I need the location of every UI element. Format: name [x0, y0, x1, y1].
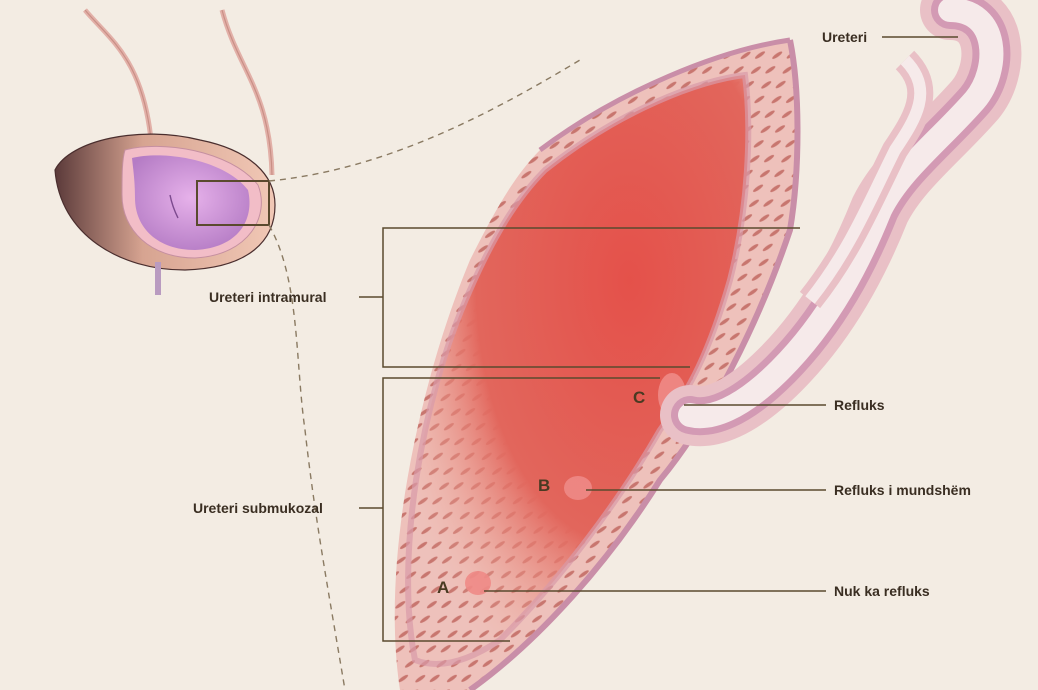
label-refluks-mundshem: Refluks i mundshëm	[834, 482, 971, 498]
marker-c: C	[633, 388, 645, 408]
marker-a: A	[437, 578, 449, 598]
label-ureteri-intramural: Ureteri intramural	[209, 289, 326, 305]
label-ureteri: Ureteri	[822, 29, 867, 45]
marker-b: B	[538, 476, 550, 496]
label-refluks: Refluks	[834, 397, 885, 413]
label-nuk-ka-refluks: Nuk ka refluks	[834, 583, 930, 599]
label-ureteri-submukozal: Ureteri submukozal	[193, 500, 323, 516]
